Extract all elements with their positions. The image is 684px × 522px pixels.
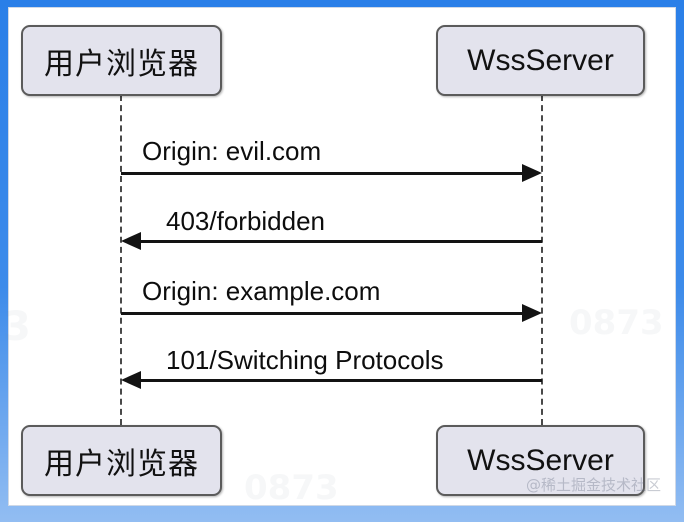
arrowhead-right-3: [522, 304, 542, 322]
participant-label-browser-top: 用户浏览器: [44, 46, 199, 82]
lifeline-browser: [120, 95, 122, 425]
participant-box-server-top[interactable]: WssServer: [436, 25, 645, 96]
message-label-1: Origin: evil.com: [142, 136, 322, 166]
message-line-3: [121, 312, 525, 315]
participant-box-server-bottom[interactable]: WssServer: [436, 425, 645, 496]
arrowhead-left-4: [121, 371, 141, 389]
message-line-1: [121, 172, 525, 175]
participant-label-browser-bottom: 用户浏览器: [44, 446, 199, 482]
message-label-2: 403/forbidden: [166, 206, 326, 236]
watermark-faint-0873-right: 0873: [569, 303, 664, 343]
participant-label-server-top: WssServer: [467, 43, 614, 77]
participant-box-browser-top[interactable]: 用户浏览器: [21, 25, 222, 96]
watermark-faint-0873-bottom: 0873: [244, 468, 339, 508]
lifeline-server: [541, 95, 543, 425]
participant-box-browser-bottom[interactable]: 用户浏览器: [21, 425, 222, 496]
message-line-4: [139, 379, 542, 382]
watermark-community-credit: @稀土掘金技术社区: [525, 476, 661, 494]
message-line-2: [139, 240, 542, 243]
message-label-3: Origin: example.com: [142, 276, 381, 306]
arrowhead-left-2: [121, 232, 141, 250]
participant-label-server-bottom: WssServer: [467, 443, 614, 477]
arrowhead-right-1: [522, 164, 542, 182]
message-label-4: 101/Switching Protocols: [166, 345, 444, 375]
sequence-diagram-sheet: 3 0873 0873 用户浏览器 WssServer Origin: evil…: [3, 8, 675, 508]
